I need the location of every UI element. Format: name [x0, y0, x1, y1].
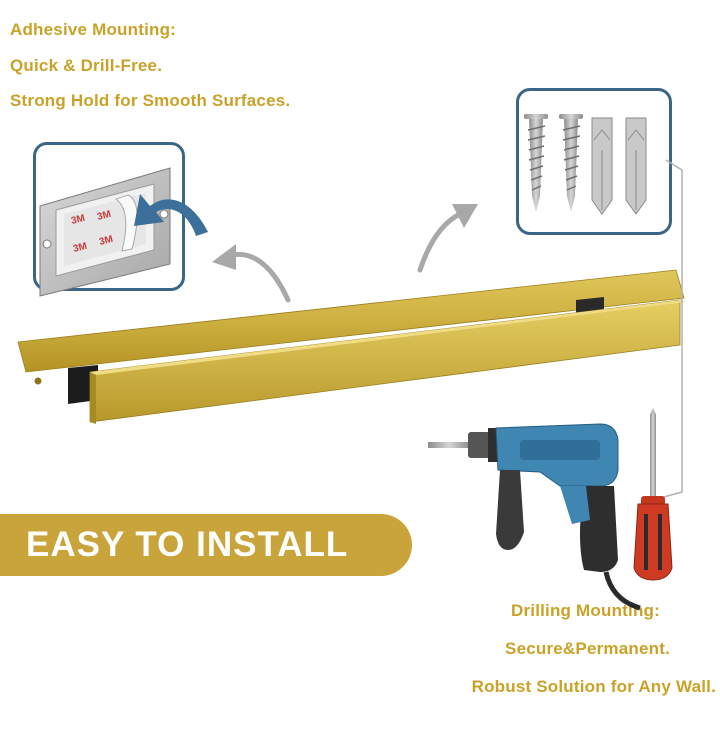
- towel-bar-graphic: [17, 269, 686, 424]
- adhesive-plate-graphic: 3M 3M 3M 3M: [39, 167, 171, 297]
- easy-install-banner: EASY TO INSTALL: [0, 514, 412, 576]
- screw-icon: [524, 114, 548, 212]
- adhesive-line-1: Quick & Drill-Free.: [10, 56, 163, 75]
- drilling-heading: Drilling Mounting:: [510, 601, 660, 620]
- drill-icon: [428, 423, 641, 611]
- wall-anchor-icon: [625, 117, 647, 215]
- curved-arrow-left-icon: [212, 244, 291, 303]
- wall-anchor-icon: [591, 117, 613, 215]
- tape-brand-mark: 3M: [96, 209, 112, 223]
- adhesive-line-2: Strong Hold for Smooth Surfaces.: [10, 91, 291, 110]
- connector-line: [659, 159, 683, 499]
- drilling-line-2: Robust Solution for Any Wall.: [471, 677, 716, 696]
- tape-brand-mark: 3M: [72, 241, 88, 255]
- tape-brand-mark: 3M: [70, 213, 86, 227]
- peel-arrow-icon: [134, 194, 208, 236]
- tape-brand-mark: 3M: [98, 234, 114, 248]
- screw-icon: [559, 114, 583, 212]
- adhesive-heading: Adhesive Mounting:: [10, 20, 177, 39]
- screwdriver-icon: [633, 408, 673, 581]
- curved-arrow-right-icon: [417, 204, 478, 273]
- easy-install-label: EASY TO INSTALL: [26, 525, 349, 564]
- drilling-line-1: Secure&Permanent.: [505, 639, 670, 658]
